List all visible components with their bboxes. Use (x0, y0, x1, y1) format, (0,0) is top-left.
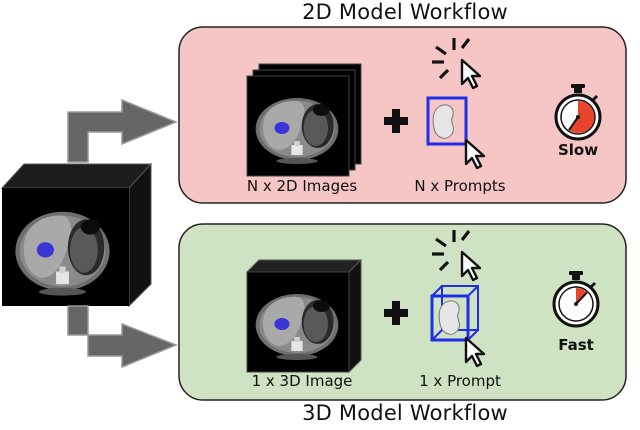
stopwatch-icon (554, 82, 602, 141)
ct-3d-image-icon (245, 258, 363, 374)
top-workflow-title: 2D Model Workflow (302, 0, 508, 24)
ct-volume-cube-icon (0, 162, 153, 308)
top-prompts-caption: N x Prompts (414, 177, 506, 195)
arrow-to-2d-workflow (67, 98, 178, 163)
top-speed-label: Slow (557, 141, 599, 159)
stopwatch-icon-bottom (552, 269, 600, 328)
ct-slice-stack-icon (246, 63, 362, 177)
bounding-box-2d-icon (426, 96, 468, 146)
bottom-prompts-caption: 1 x Prompt (419, 372, 501, 390)
top-images-caption: N x 2D Images (246, 177, 358, 195)
arrow-to-3d-workflow (67, 305, 179, 369)
bounding-box-3d-icon (430, 285, 479, 342)
bottom-workflow-title: 3D Model Workflow (302, 401, 508, 425)
bottom-images-caption: 1 x 3D Image (251, 372, 353, 390)
stopwatch-fill-slow (569, 100, 595, 133)
plus-icon-bottom (384, 301, 408, 325)
bottom-speed-label: Fast (558, 336, 594, 354)
plus-icon (384, 109, 408, 133)
